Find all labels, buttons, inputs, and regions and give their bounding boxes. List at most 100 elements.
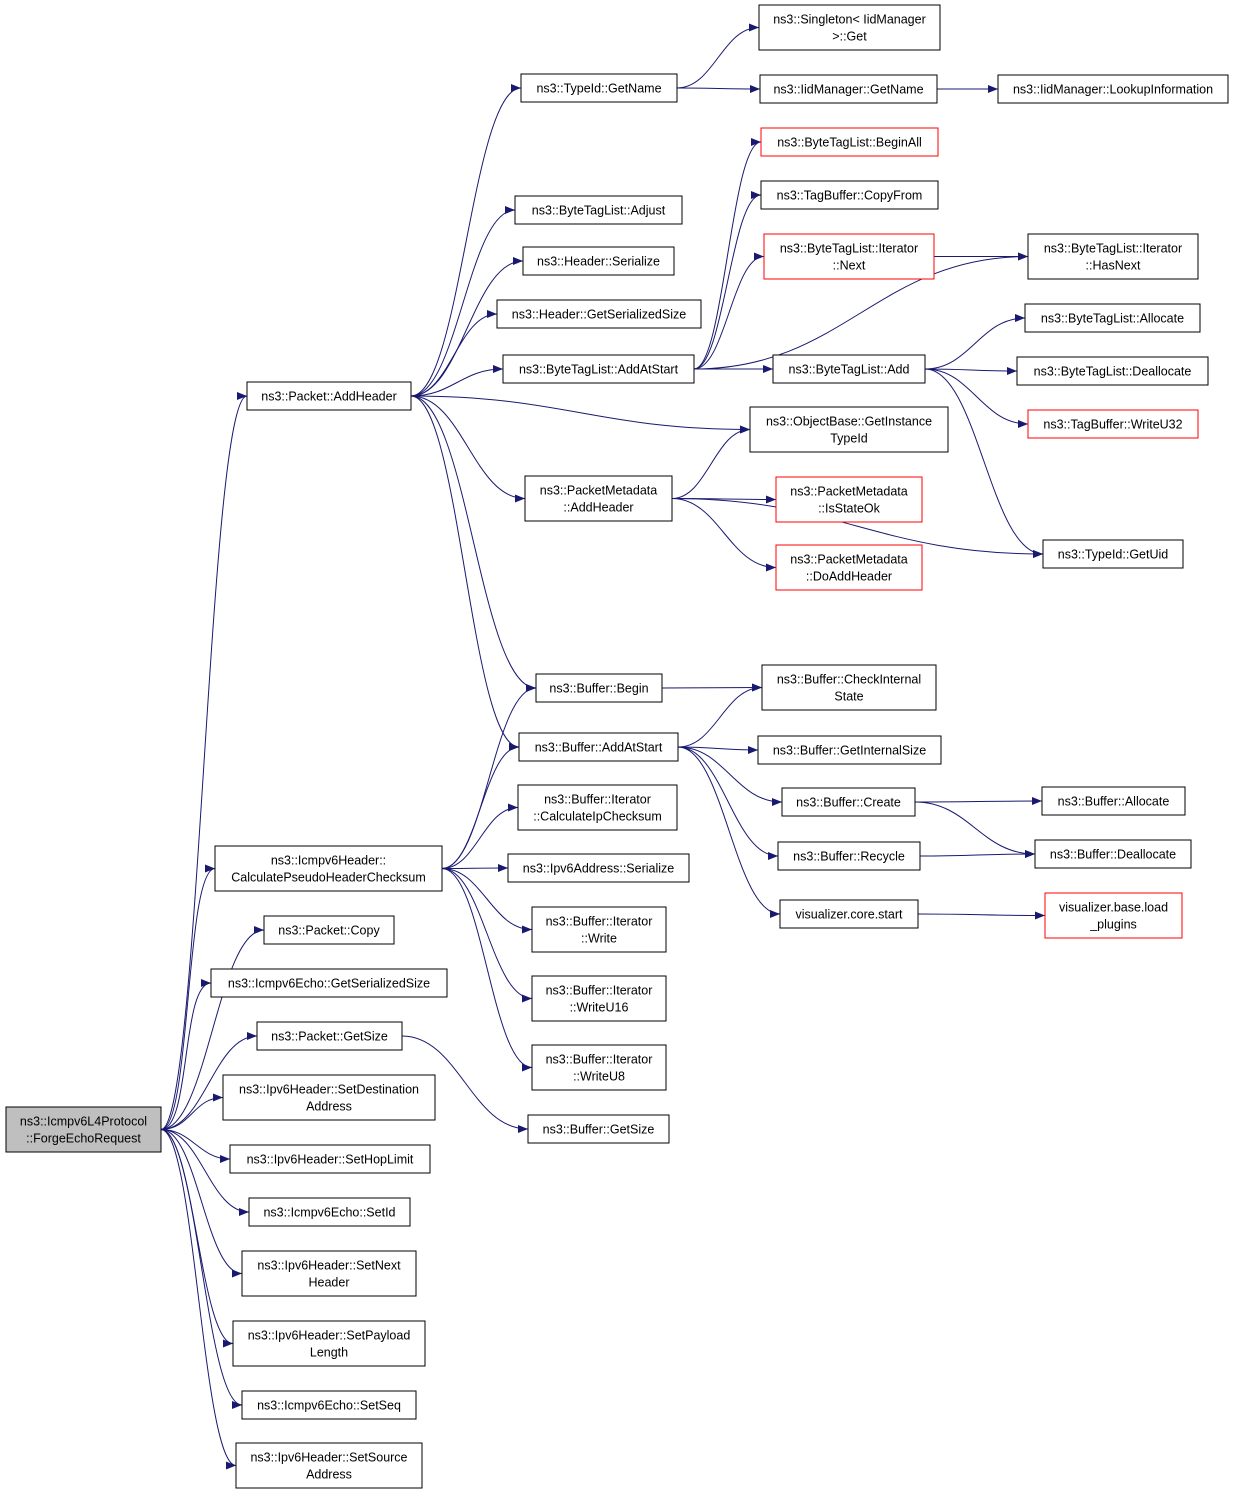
node-visualizer-core-start[interactable]: visualizer.core.start [779,899,919,929]
node-label: ::WriteU8 [573,1070,625,1084]
node-label: ns3::Singleton< IidManager [773,13,926,27]
call-edge-typeid_getname-to-iid_getname [676,84,761,93]
node-label: ::IsStateOk [818,502,881,516]
node-label: ns3::Ipv6Header::SetDestination [239,1083,419,1097]
node-label: ::WriteU16 [570,1001,629,1015]
node-ns3-packetmetadata-isstateok[interactable]: ns3::PacketMetadata::IsStateOk [775,476,923,523]
node-label: ns3::PacketMetadata [790,485,907,499]
node-ns3-icmpv6echo-setid[interactable]: ns3::Icmpv6Echo::SetId [248,1197,411,1227]
node-label: ns3::ByteTagList::Adjust [532,204,666,218]
node-box [760,180,939,210]
node-box [229,1144,431,1174]
node-ns3-bytetaglist-add[interactable]: ns3::ByteTagList::Add [772,354,926,384]
node-ns3-icmpv6l4protocol-forgeechorequest[interactable]: ns3::Icmpv6L4Protocol::ForgeEchoRequest [5,1106,162,1153]
call-edge-pkt_addheader-to-pm_addheader [410,395,526,503]
node-ns3-tagbuffer-copyfrom[interactable]: ns3::TagBuffer::CopyFrom [760,180,939,210]
call-edge-buf_begin-to-buf_checkint [661,683,763,692]
node-label: ns3::Buffer::Deallocate [1050,848,1176,862]
node-ns3-buffer-addatstart[interactable]: ns3::Buffer::AddAtStart [518,732,679,762]
node-box [1034,839,1192,869]
node-box [779,899,919,929]
node-ns3-ipv6address-serialize[interactable]: ns3::Ipv6Address::Serialize [507,853,690,883]
node-ns3-ipv6header-sethoplimit[interactable]: ns3::Ipv6Header::SetHopLimit [229,1144,431,1174]
node-ns3-iidmanager-getname[interactable]: ns3::IidManager::GetName [759,74,938,104]
node-ns3-buffer-deallocate[interactable]: ns3::Buffer::Deallocate [1034,839,1192,869]
node-ns3-bytetaglist-iterator-hasnext[interactable]: ns3::ByteTagList::Iterator::HasNext [1027,233,1199,280]
node-box [775,476,923,523]
node-label: ns3::PacketMetadata [790,553,907,567]
call-edge-pkt_addheader-to-ob_getinst [410,395,751,434]
node-ns3-bytetaglist-allocate[interactable]: ns3::ByteTagList::Allocate [1024,303,1201,333]
node-ns3-buffer-iterator-writeu8[interactable]: ns3::Buffer::Iterator::WriteU8 [531,1044,667,1091]
node-ns3-buffer-iterator-calculateipchecksum[interactable]: ns3::Buffer::Iterator::CalculateIpChecks… [517,784,678,831]
call-edge-btl_add-to-btl_dealloc [924,366,1018,375]
node-ns3-bytetaglist-iterator-next[interactable]: ns3::ByteTagList::Iterator::Next [763,233,935,280]
node-label: ns3::Ipv6Header::SetHopLimit [247,1153,414,1167]
node-box [507,853,690,883]
node-ns3-buffer-allocate[interactable]: ns3::Buffer::Allocate [1041,786,1186,816]
call-edge-buf_create-to-buf_allocate [914,797,1043,806]
node-label: ns3::Header::GetSerializedSize [512,308,686,322]
node-ns3-bytetaglist-addatstart[interactable]: ns3::ByteTagList::AddAtStart [502,354,695,384]
call-edge-pkt_addheader-to-buf_begin [410,395,537,692]
node-ns3-typeid-getname[interactable]: ns3::TypeId::GetName [520,73,678,103]
node-ns3-buffer-recycle[interactable]: ns3::Buffer::Recycle [777,841,921,871]
call-edge-root-to-ip6_setsrc [160,1129,237,1470]
node-label: State [834,690,863,704]
call-edge-icmp_calc-to-it_write [441,868,533,934]
node-box [524,475,673,522]
node-label: ns3::ObjectBase::GetInstance [766,415,932,429]
node-ns3-packetmetadata-doaddheader[interactable]: ns3::PacketMetadata::DoAddHeader [775,544,923,591]
node-ns3-buffer-begin[interactable]: ns3::Buffer::Begin [535,673,663,703]
call-edge-icmp_calc-to-ip6addr_ser [441,864,509,873]
node-ns3-singleton-iidmanager-get[interactable]: ns3::Singleton< IidManager>::Get [758,4,941,51]
call-edge-root-to-ip6_setpayload [160,1129,234,1348]
node-ns3-typeid-getuid[interactable]: ns3::TypeId::GetUid [1042,539,1184,569]
node-ns3-buffer-getsize[interactable]: ns3::Buffer::GetSize [527,1114,670,1144]
node-ns3-packet-addheader[interactable]: ns3::Packet::AddHeader [246,381,412,411]
call-edge-btl_addatstart-to-btl_it_next [693,252,765,370]
node-ns3-bytetaglist-deallocate[interactable]: ns3::ByteTagList::Deallocate [1016,356,1209,386]
node-label: ns3::Buffer::GetInternalSize [773,744,926,758]
node-ns3-bytetaglist-adjust[interactable]: ns3::ByteTagList::Adjust [514,195,683,225]
node-box [531,906,667,953]
node-visualizer-base-load-plugins[interactable]: visualizer.base.load_plugins [1044,892,1183,939]
node-box [749,406,949,453]
node-label: ns3::Buffer::Iterator [546,915,653,929]
node-ns3-buffer-iterator-write[interactable]: ns3::Buffer::Iterator::Write [531,906,667,953]
node-ns3-header-getserializedsize[interactable]: ns3::Header::GetSerializedSize [496,299,702,329]
node-ns3-header-serialize[interactable]: ns3::Header::Serialize [522,246,675,276]
node-label: CalculatePseudoHeaderChecksum [231,871,426,885]
node-ns3-icmpv6echo-setseq[interactable]: ns3::Icmpv6Echo::SetSeq [241,1390,417,1420]
node-ns3-icmpv6echo-getserializedsize[interactable]: ns3::Icmpv6Echo::GetSerializedSize [210,968,448,998]
call-edge-buf_create-to-buf_dealloc [914,801,1036,858]
node-ns3-iidmanager-lookupinformation[interactable]: ns3::IidManager::LookupInformation [997,74,1229,104]
node-label: ::Next [833,259,866,273]
node-ns3-tagbuffer-writeu32[interactable]: ns3::TagBuffer::WriteU32 [1027,409,1199,439]
node-ns3-buffer-iterator-writeu16[interactable]: ns3::Buffer::Iterator::WriteU16 [531,975,667,1022]
node-label: ns3::PacketMetadata [540,484,657,498]
node-ns3-packet-copy[interactable]: ns3::Packet::Copy [263,915,395,945]
node-label: ns3::Buffer::GetSize [543,1123,655,1137]
node-box [210,968,448,998]
node-ns3-icmpv6header-calculatepseudoheaderchecksum[interactable]: ns3::Icmpv6Header::CalculatePseudoHeader… [214,845,443,892]
call-edge-root-to-echo_getser [160,979,212,1130]
node-ns3-buffer-create[interactable]: ns3::Buffer::Create [781,787,916,817]
node-ns3-packet-getsize[interactable]: ns3::Packet::GetSize [256,1021,403,1051]
call-edge-buf_addatstart-to-vis_start [677,746,781,918]
node-label: Header [309,1276,350,1290]
node-ns3-packetmetadata-addheader[interactable]: ns3::PacketMetadata::AddHeader [524,475,673,522]
node-ns3-bytetaglist-beginall[interactable]: ns3::ByteTagList::BeginAll [760,127,939,157]
node-label: ns3::ByteTagList::Iterator [780,242,918,256]
node-box [1027,409,1199,439]
node-ns3-buffer-getinternalsize[interactable]: ns3::Buffer::GetInternalSize [757,735,942,765]
node-label: ::ForgeEchoRequest [26,1132,141,1146]
call-edge-icmp_calc-to-buf_addatstart [441,743,520,869]
